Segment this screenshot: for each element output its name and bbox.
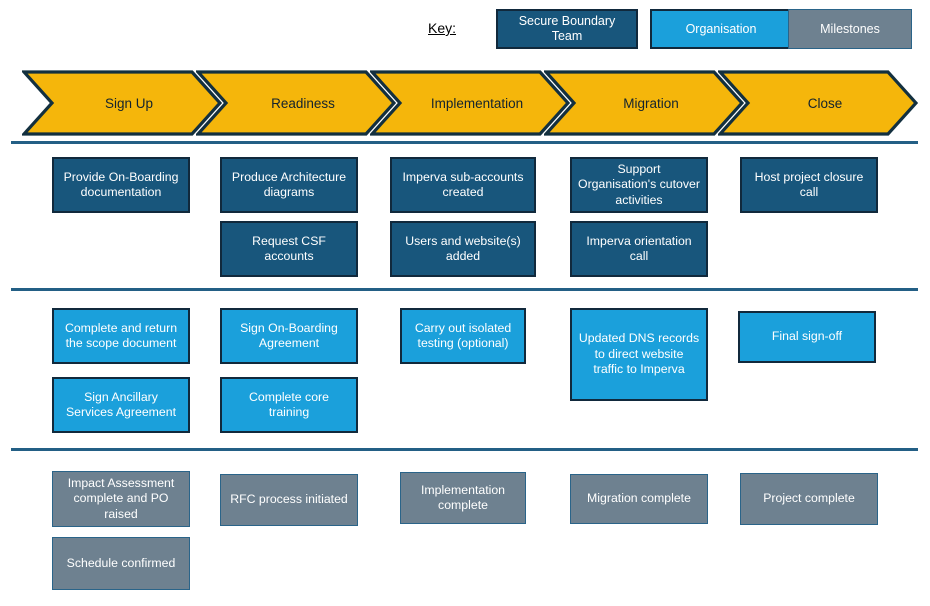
phase-chevron-readiness: Readiness bbox=[196, 70, 396, 136]
legend-label-organisation: Organisation bbox=[685, 21, 757, 36]
card-label: Final sign-off bbox=[771, 329, 843, 344]
card-label: Complete and return the scope document bbox=[64, 320, 178, 351]
card-imperva-orientation-call[interactable]: Imperva orientation call bbox=[570, 221, 708, 277]
card-sign-on-boarding-agreement[interactable]: Sign On-Boarding Agreement bbox=[220, 308, 358, 364]
phase-label-implementation: Implementation bbox=[430, 95, 524, 111]
card-label: Sign Ancillary Services Agreement bbox=[65, 389, 177, 420]
card-label: Support Organisation's cutover activitie… bbox=[578, 161, 700, 207]
phase-chevron-implementation: Implementation bbox=[370, 70, 570, 136]
card-label: Produce Architecture diagrams bbox=[231, 169, 347, 200]
card-schedule-confirmed[interactable]: Schedule confirmed bbox=[52, 537, 190, 590]
phase-label-migration: Migration bbox=[623, 95, 679, 111]
card-project-complete[interactable]: Project complete bbox=[740, 473, 878, 525]
card-produce-architecture-diagrams[interactable]: Produce Architecture diagrams bbox=[220, 157, 358, 213]
card-label: Impact Assessment complete and PO raised bbox=[67, 475, 175, 521]
phase-chevron-migration: Migration bbox=[544, 70, 744, 136]
swimlane-divider-middle bbox=[11, 288, 918, 291]
chevron-shape-icon bbox=[370, 70, 570, 136]
card-sign-ancillary-services-agreement[interactable]: Sign Ancillary Services Agreement bbox=[52, 377, 190, 433]
card-host-project-closure-call[interactable]: Host project closure call bbox=[740, 157, 878, 213]
phase-chevron-band: Sign Up Readiness Implementation Migrati… bbox=[0, 70, 930, 136]
phase-label-readiness: Readiness bbox=[271, 95, 335, 111]
card-label: Updated DNS records to direct website tr… bbox=[578, 331, 700, 377]
chevron-shape-icon bbox=[544, 70, 744, 136]
legend-label-secure-boundary-team: Secure Boundary Team bbox=[518, 14, 616, 43]
card-label: Complete core training bbox=[249, 389, 329, 420]
legend-item-secure-boundary-team: Secure Boundary Team bbox=[496, 9, 638, 49]
card-complete-core-training[interactable]: Complete core training bbox=[220, 377, 358, 433]
phase-chevron-sign-up: Sign Up bbox=[22, 70, 222, 136]
card-label: Migration complete bbox=[587, 491, 691, 506]
swimlane-divider-bottom bbox=[11, 448, 918, 451]
chevron-shape-icon bbox=[196, 70, 396, 136]
card-complete-and-return-scope-document[interactable]: Complete and return the scope document bbox=[52, 308, 190, 364]
card-migration-complete[interactable]: Migration complete bbox=[570, 474, 708, 524]
legend-item-milestones: Milestones bbox=[788, 9, 912, 49]
card-imperva-sub-accounts-created[interactable]: Imperva sub-accounts created bbox=[390, 157, 536, 213]
card-request-csf-accounts[interactable]: Request CSF accounts bbox=[220, 221, 358, 277]
card-support-organisation-cutover-activities[interactable]: Support Organisation's cutover activitie… bbox=[570, 157, 708, 213]
card-label: RFC process initiated bbox=[230, 492, 348, 507]
card-impact-assessment-complete-po-raised[interactable]: Impact Assessment complete and PO raised bbox=[52, 471, 190, 527]
phase-label-close: Close bbox=[807, 95, 843, 111]
card-label: Carry out isolated testing (optional) bbox=[414, 320, 512, 351]
card-final-sign-off[interactable]: Final sign-off bbox=[738, 311, 876, 363]
card-label: Schedule confirmed bbox=[66, 555, 176, 570]
chevron-shape-icon bbox=[718, 70, 918, 136]
card-label: Imperva orientation call bbox=[586, 233, 692, 264]
card-label: Imperva sub-accounts created bbox=[402, 169, 524, 200]
card-label: Provide On-Boarding documentation bbox=[63, 169, 179, 200]
card-label: Project complete bbox=[763, 491, 855, 506]
card-carry-out-isolated-testing[interactable]: Carry out isolated testing (optional) bbox=[400, 308, 526, 364]
card-label: Implementation complete bbox=[420, 482, 506, 513]
card-updated-dns-records[interactable]: Updated DNS records to direct website tr… bbox=[570, 308, 708, 401]
card-implementation-complete[interactable]: Implementation complete bbox=[400, 472, 526, 524]
card-label: Sign On-Boarding Agreement bbox=[240, 320, 338, 351]
chevron-shape-icon bbox=[22, 70, 222, 136]
phase-label-sign-up: Sign Up bbox=[104, 95, 154, 111]
legend-label-milestones: Milestones bbox=[820, 21, 880, 36]
card-label: Users and website(s) added bbox=[405, 233, 521, 264]
swimlane-divider-top bbox=[11, 141, 918, 144]
card-provide-onboarding-documentation[interactable]: Provide On-Boarding documentation bbox=[52, 157, 190, 213]
card-label: Request CSF accounts bbox=[252, 233, 326, 264]
card-rfc-process-initiated[interactable]: RFC process initiated bbox=[220, 474, 358, 526]
legend-item-organisation: Organisation bbox=[650, 9, 792, 49]
card-label: Host project closure call bbox=[754, 169, 864, 200]
card-users-and-websites-added[interactable]: Users and website(s) added bbox=[390, 221, 536, 277]
phase-chevron-close: Close bbox=[718, 70, 918, 136]
key-label: Key: bbox=[428, 20, 457, 36]
